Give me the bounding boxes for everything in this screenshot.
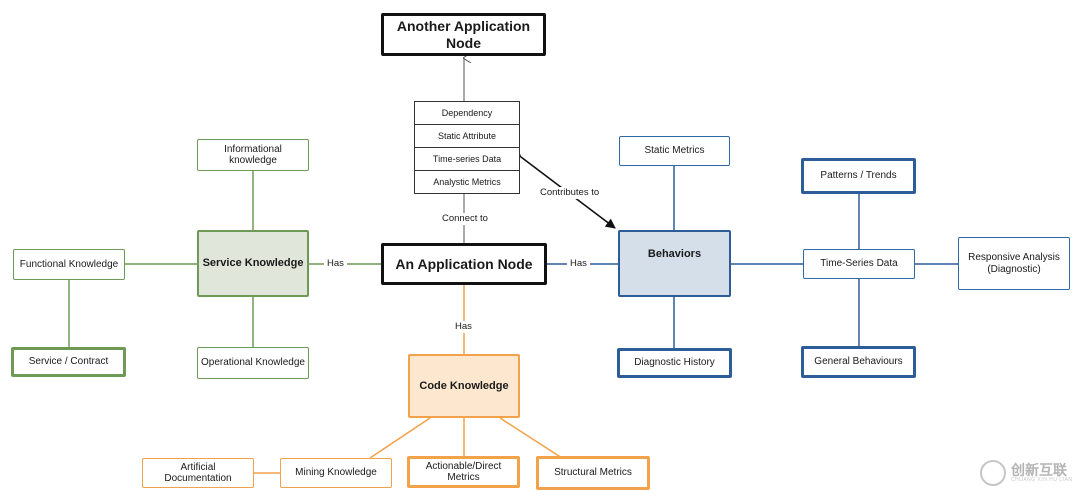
service-contract-node[interactable]: Service / Contract [11, 347, 126, 377]
edge-label-has-right: Has [567, 258, 590, 270]
code-knowledge-node[interactable]: Code Knowledge [408, 354, 520, 418]
attribute-static[interactable]: Static Attribute [415, 125, 519, 148]
structural-metrics-node[interactable]: Structural Metrics [536, 456, 650, 490]
attribute-dependency[interactable]: Dependency [415, 102, 519, 125]
edge-label-connect-to: Connect to [439, 213, 491, 225]
attribute-time-series[interactable]: Time-series Data [415, 148, 519, 171]
attribute-stack: Dependency Static Attribute Time-series … [414, 101, 520, 194]
watermark-logo: 创新互联 CHUANG XIN HU LIAN [980, 456, 1076, 490]
watermark-icon [980, 460, 1006, 486]
edge-label-contributes-to: Contributes to [537, 187, 603, 199]
patterns-trends-node[interactable]: Patterns / Trends [801, 158, 916, 194]
watermark-text: 创新互联 [1011, 462, 1067, 478]
functional-knowledge-node[interactable]: Functional Knowledge [13, 249, 125, 280]
operational-knowledge-node[interactable]: Operational Knowledge [197, 347, 309, 379]
edge-label-has-left: Has [324, 258, 347, 270]
responsive-analysis-node[interactable]: Responsive Analysis (Diagnostic) [958, 237, 1070, 290]
watermark-subtext: CHUANG XIN HU LIAN [1011, 477, 1073, 483]
another-application-node[interactable]: Another Application Node [381, 13, 546, 56]
mining-knowledge-node[interactable]: Mining Knowledge [280, 458, 392, 488]
application-node[interactable]: An Application Node [381, 243, 547, 285]
behaviors-node[interactable]: Behaviors [618, 230, 731, 297]
general-behaviours-node[interactable]: General Behaviours [801, 346, 916, 378]
edge-label-has-down: Has [452, 321, 475, 333]
time-series-data-node[interactable]: Time-Series Data [803, 249, 915, 279]
artificial-documentation-node[interactable]: Artificial Documentation [142, 458, 254, 488]
actionable-metrics-node[interactable]: Actionable/Direct Metrics [407, 456, 520, 488]
service-knowledge-node[interactable]: Service Knowledge [197, 230, 309, 297]
static-metrics-node[interactable]: Static Metrics [619, 136, 730, 166]
informational-knowledge-node[interactable]: Informational knowledge [197, 139, 309, 171]
diagnostic-history-node[interactable]: Diagnostic History [617, 348, 732, 378]
attribute-analystic-metrics[interactable]: Analystic Metrics [433, 177, 501, 187]
